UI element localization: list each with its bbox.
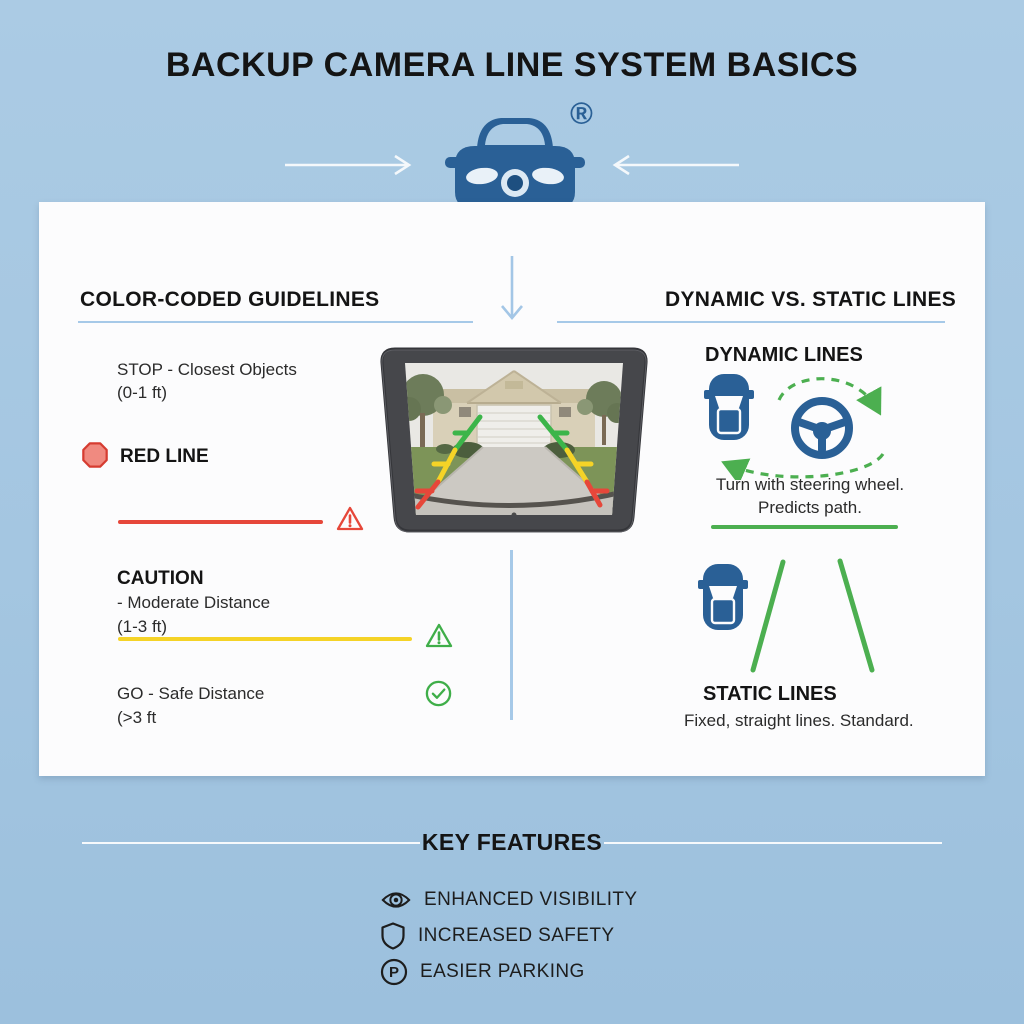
key-features-heading: KEY FEATURES — [421, 829, 603, 855]
yellow-guideline-sample — [118, 637, 412, 641]
eye-icon — [381, 892, 411, 908]
static-lines-description: Fixed, straight lines. Standard. — [684, 711, 914, 730]
caution-label: CAUTION — [117, 568, 204, 589]
static-lines-diagram — [698, 558, 875, 673]
parking-icon: P — [380, 958, 408, 986]
car-front-camera-icon — [445, 118, 585, 218]
page-title: BACKUP CAMERA LINE SYSTEM BASICS — [165, 46, 859, 84]
steering-wheel-icon — [791, 397, 853, 459]
red-guideline-sample — [118, 520, 323, 524]
down-arrow-icon — [501, 256, 523, 321]
key-features-right-rule — [604, 842, 942, 844]
key-features-left-rule — [82, 842, 420, 844]
red-line-label: RED LINE — [120, 446, 209, 467]
dynamic-lines-description: Turn with steering wheel. Predicts path. — [715, 475, 905, 517]
go-description: GO - Safe Distance (>3 ft — [117, 684, 265, 727]
feature-easier-parking: P EASIER PARKING — [380, 954, 637, 990]
lines-underline — [557, 321, 945, 323]
static-lines-heading: STATIC LINES — [703, 683, 837, 705]
key-features-list: ENHANCED VISIBILITY INCREASED SAFETY P E… — [380, 882, 637, 990]
feature-label: INCREASED SAFETY — [418, 925, 615, 946]
feature-label: ENHANCED VISIBILITY — [424, 889, 638, 910]
content-panel: COLOR-CODED GUIDELINES DYNAMIC VS. STATI… — [39, 202, 985, 776]
shield-icon — [381, 922, 405, 950]
car-top-icon — [704, 374, 754, 440]
backup-camera-monitor — [380, 347, 648, 533]
stop-description: STOP - Closest Objects (0-1 ft) — [117, 360, 297, 402]
stop-sign-icon — [82, 442, 108, 468]
red-warning-icon — [336, 506, 364, 531]
center-divider — [510, 550, 513, 720]
green-check-icon — [425, 680, 452, 707]
left-arrow-icon — [285, 154, 412, 176]
right-arrow-icon — [612, 154, 739, 176]
feature-enhanced-visibility: ENHANCED VISIBILITY — [380, 882, 637, 918]
yellow-caution-warning-icon — [425, 623, 453, 648]
dynamic-lines-diagram — [704, 374, 885, 480]
green-guideline-sample — [711, 525, 898, 529]
dynamic-lines-heading: DYNAMIC LINES — [705, 344, 863, 366]
guidelines-heading: COLOR-CODED GUIDELINES — [80, 288, 380, 311]
feature-label: EASIER PARKING — [420, 961, 585, 982]
feature-increased-safety: INCREASED SAFETY — [380, 918, 637, 954]
car-top-icon — [698, 564, 748, 630]
parking-letter: P — [389, 964, 399, 981]
guidelines-underline — [78, 321, 473, 323]
lines-heading: DYNAMIC VS. STATIC LINES — [665, 288, 957, 311]
caution-description: CAUTION - Moderate Distance (1-3 ft) — [117, 568, 271, 636]
registered-trademark: ® — [570, 96, 593, 131]
